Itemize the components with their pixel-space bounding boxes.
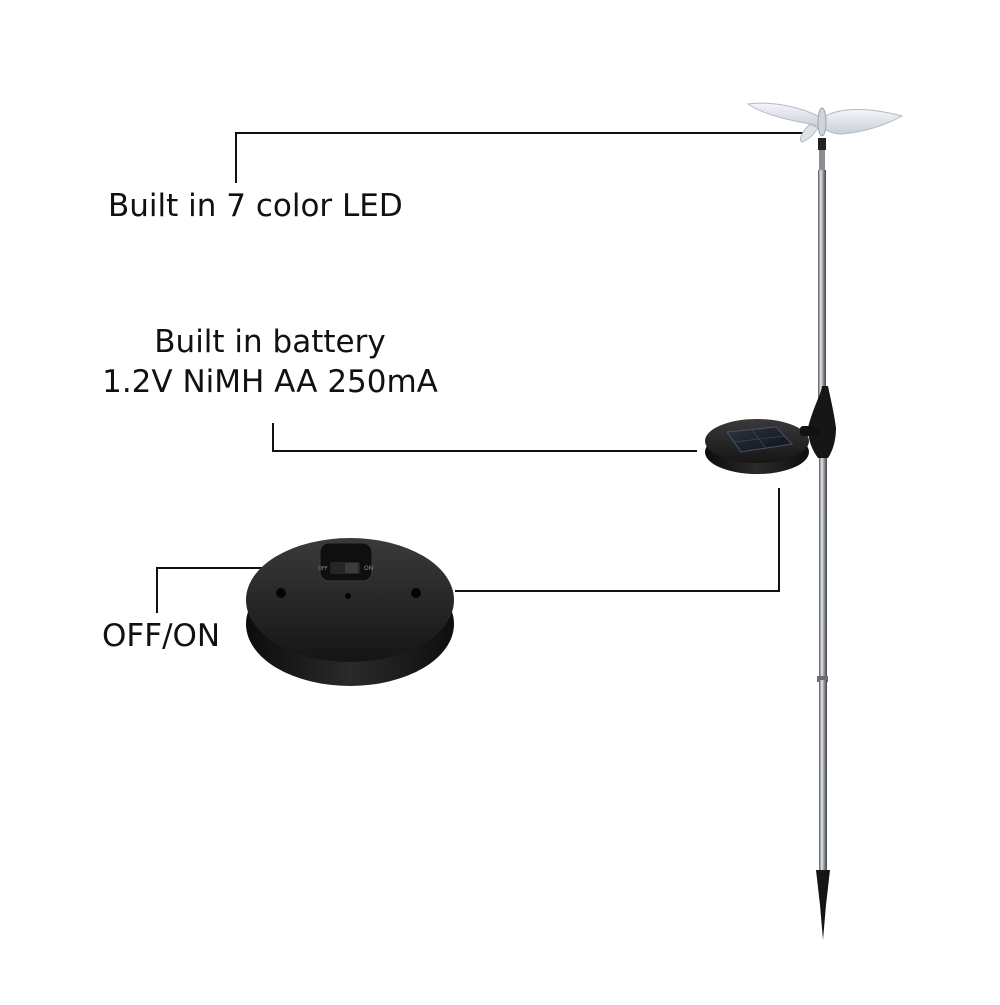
leader-line-battery [272, 423, 697, 452]
callout-battery-line2: 1.2V NiMH AA 250mA [102, 364, 438, 400]
power-switch-slider[interactable] [345, 563, 358, 573]
screw-hole-left [276, 588, 286, 598]
switch-mark-off: OFF [318, 566, 328, 572]
butterfly-led-figure [746, 102, 904, 170]
leader-line-base [455, 488, 780, 592]
callout-battery-line1: Built in battery [154, 324, 386, 360]
switch-mark-on: ON [364, 565, 373, 572]
leader-line-led [235, 132, 812, 183]
screw-hole-right [411, 588, 421, 598]
callout-switch: OFF/ON [102, 618, 221, 654]
battery-base-unit: OFF ON [246, 538, 454, 686]
solar-panel-unit [705, 386, 836, 474]
callout-led: Built in 7 color LED [108, 188, 403, 224]
garden-stake [816, 170, 830, 940]
screw-hole-center [345, 593, 351, 599]
callout-battery: Built in battery 1.2V NiMH AA 250mA [100, 322, 440, 402]
